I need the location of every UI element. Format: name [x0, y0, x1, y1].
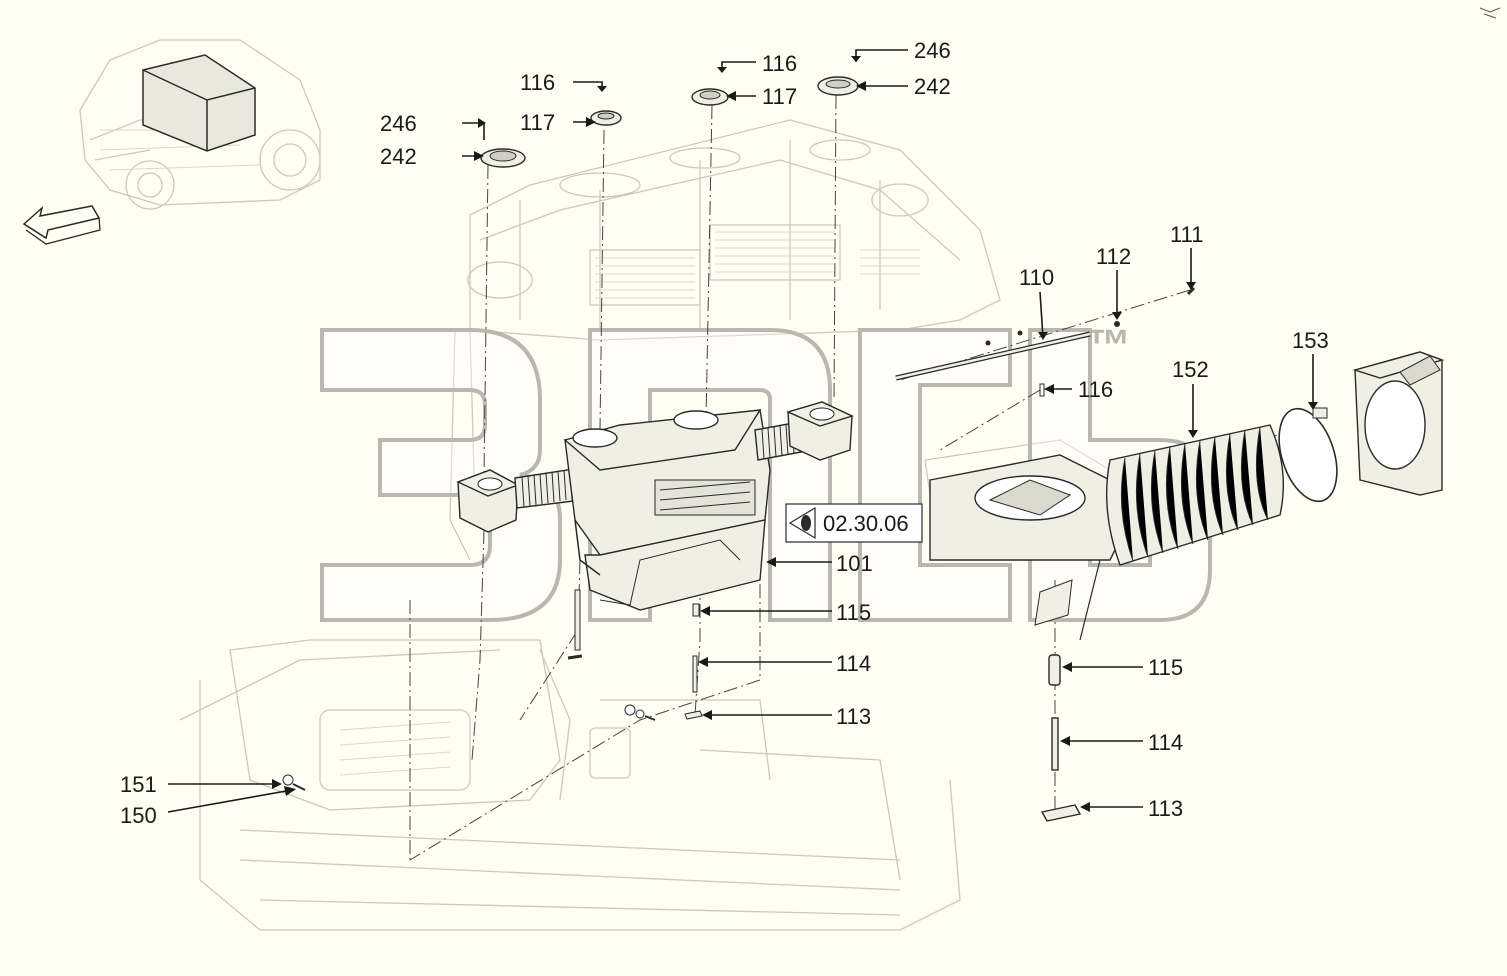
callout-153[interactable]: 153: [1292, 328, 1329, 353]
callout-112[interactable]: 112: [1096, 244, 1131, 269]
callout-116-mid[interactable]: 116: [1078, 377, 1113, 402]
callout-150[interactable]: 150: [120, 803, 157, 828]
callout-110[interactable]: 110: [1019, 265, 1054, 290]
callout-117-left[interactable]: 117: [520, 110, 555, 135]
air-outlet-left: [456, 469, 520, 533]
callout-116-top-right[interactable]: 116: [762, 51, 797, 76]
callout-151[interactable]: 151: [120, 772, 157, 797]
bolt-left-column: [567, 589, 583, 660]
tractor-thumbnail: [79, 39, 321, 210]
callout-115-mid[interactable]: 115: [836, 600, 871, 625]
callout-leaders: [167, 49, 1318, 813]
pin-112: [1114, 321, 1120, 327]
corner-marker: [1479, 7, 1501, 19]
washers-150-151: [282, 704, 656, 791]
bolt-114-mid: [692, 655, 698, 693]
plate-113-mid: [684, 710, 703, 720]
callout-115-right[interactable]: 115: [1148, 655, 1183, 680]
spacer-115-right: [1048, 654, 1061, 686]
callout-111[interactable]: 111: [1170, 222, 1203, 247]
spacer-115-mid: [692, 603, 700, 617]
pin-111: [1186, 286, 1196, 296]
reference-box[interactable]: 02.30.06: [785, 503, 923, 543]
arrow-left-icon: [22, 205, 101, 245]
plate-113-right: [1040, 804, 1082, 822]
callout-242-left[interactable]: 242: [380, 144, 417, 169]
callout-114-right[interactable]: 114: [1148, 730, 1183, 755]
trademark-symbol: ™: [1087, 321, 1131, 370]
bracket-ghost: [1034, 579, 1073, 626]
callout-labels: 246 242 116 117 116 117 246 242 111 112 …: [120, 38, 1329, 828]
reference-code: 02.30.06: [823, 511, 909, 536]
callout-116-top-left[interactable]: 116: [520, 70, 555, 95]
vent-cap-117-right: [691, 88, 729, 106]
callout-242-right[interactable]: 242: [914, 74, 951, 99]
callout-117-right[interactable]: 117: [762, 84, 797, 109]
cab-background: [179, 119, 1111, 931]
pin-116: [1039, 383, 1045, 397]
callout-152[interactable]: 152: [1172, 357, 1209, 382]
rod-110: [895, 330, 1091, 381]
vent-cap-242-right: [817, 76, 859, 96]
duct-housing: [929, 454, 1131, 561]
callout-113-right[interactable]: 113: [1148, 796, 1183, 821]
callout-101[interactable]: 101: [836, 551, 873, 576]
vent-cap-242-left: [480, 148, 526, 168]
air-outlet-right: [785, 401, 854, 461]
callout-246-left[interactable]: 246: [380, 111, 417, 136]
corrugated-hose-152: [1079, 424, 1284, 641]
callout-114-mid[interactable]: 114: [836, 651, 871, 676]
fan-housing: [1352, 351, 1445, 496]
vent-cap-117-left: [590, 110, 622, 126]
callout-246-right[interactable]: 246: [914, 38, 951, 63]
eye-icon: [788, 506, 816, 540]
callout-113-mid[interactable]: 113: [836, 704, 871, 729]
hose-clamp-153: [1278, 407, 1338, 503]
bolt-114-right: [1051, 717, 1059, 771]
heater-unit-101: [563, 409, 771, 611]
